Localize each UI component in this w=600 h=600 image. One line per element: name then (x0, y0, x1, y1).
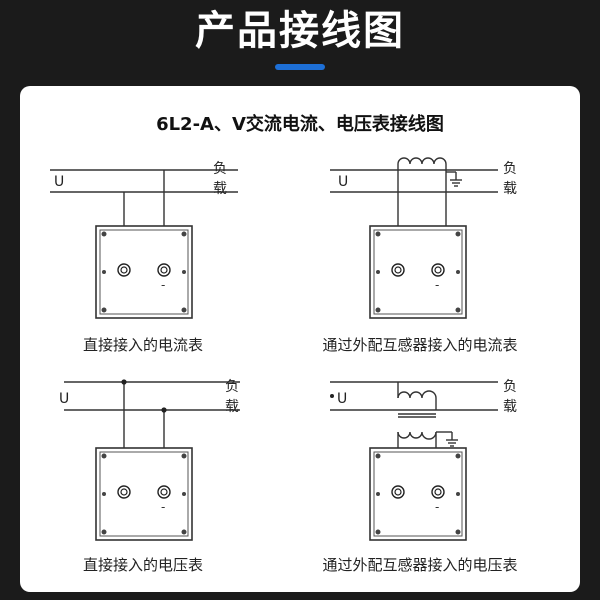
caption-direct-voltmeter: 直接接入的电压表 (82, 556, 203, 574)
load-label-3a: 负 (225, 379, 239, 395)
line-label-3: U (59, 391, 69, 407)
minus-sign-2: - (435, 278, 439, 292)
junction-dot-3a (121, 379, 127, 385)
diagram-title: 6L2-A、V交流电流、电压表接线图 (156, 114, 444, 135)
meter-3 (95, 447, 193, 541)
meter-4 (369, 447, 467, 541)
caption-direct-ammeter: 直接接入的电流表 (82, 336, 203, 354)
title-accent-bar (275, 64, 325, 70)
junction-dot-3b (161, 407, 167, 413)
page-title: 产品接线图 (195, 8, 405, 54)
load-label-1b: 载 (213, 181, 227, 197)
load-label-1a: 负 (213, 161, 227, 177)
load-label-2a: 负 (503, 161, 517, 177)
caption-ct-ammeter: 通过外配互感器接入的电流表 (322, 336, 518, 354)
diagram-ct-ammeter (330, 157, 498, 270)
load-label-4a: 负 (503, 379, 517, 395)
line-label-2: U (338, 174, 348, 190)
line-label-1: U (54, 174, 64, 190)
caption-pt-voltmeter: 通过外配互感器接入的电压表 (322, 556, 518, 574)
diagram-pt-voltmeter (330, 381, 498, 492)
load-label-3b: 载 (225, 399, 239, 415)
load-label-2b: 载 (503, 181, 517, 197)
load-label-4b: 载 (503, 399, 517, 415)
minus-sign-1: - (161, 278, 165, 292)
line-label-4: U (337, 391, 347, 407)
meter-1 (95, 225, 193, 319)
minus-sign-3: - (161, 500, 165, 514)
junction-dot-4 (330, 394, 334, 398)
meter-2 (369, 225, 467, 319)
minus-sign-4: - (435, 500, 439, 514)
